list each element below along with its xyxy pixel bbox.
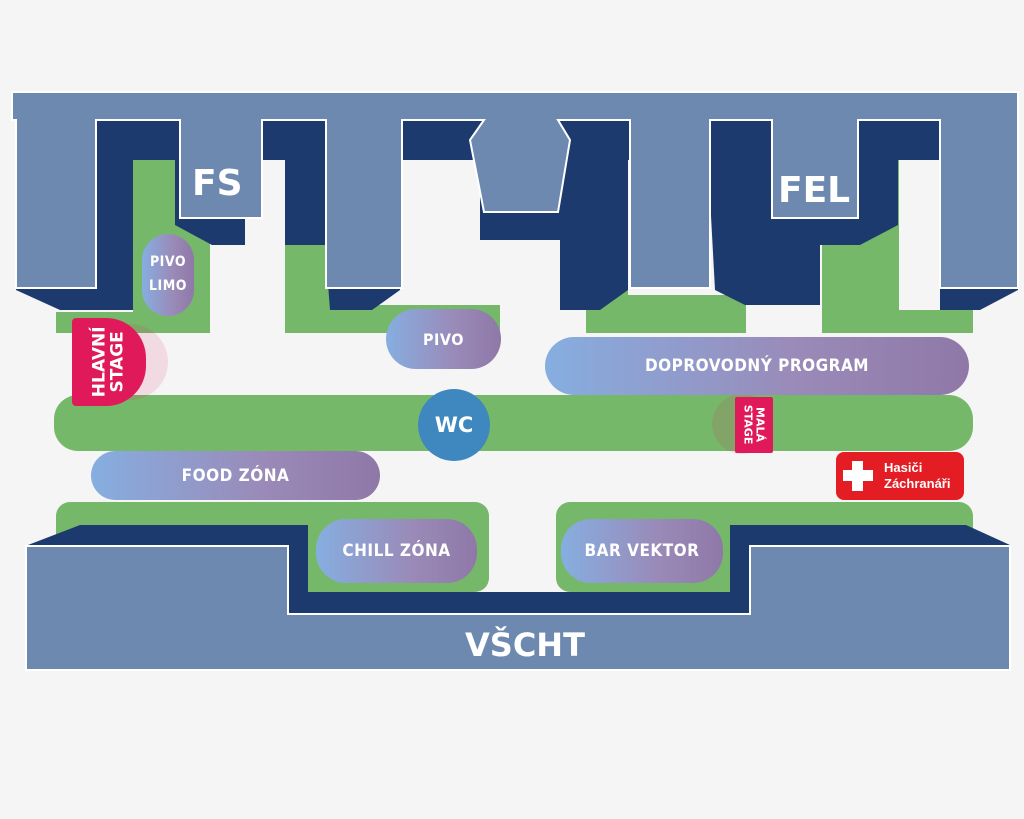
hlavni-stage-label: HLAVNÍ STAGE <box>89 326 127 398</box>
zone-pivo[interactable]: PIVO <box>386 309 501 369</box>
bottom-building <box>25 525 1011 671</box>
zone-doprovodny-program[interactable]: DOPROVODNÝ PROGRAM <box>545 337 969 395</box>
building-fel-label: FEL <box>778 170 851 211</box>
wc-marker[interactable]: WC <box>418 389 490 461</box>
zone-chill-zona[interactable]: CHILL ZÓNA <box>316 519 477 583</box>
zone-food-zona[interactable]: FOOD ZÓNA <box>91 451 380 500</box>
fire-rescue-label: Hasiči Záchranáři <box>884 460 950 493</box>
mala-stage-line2: STAGE <box>742 405 756 445</box>
zone-pivo-limo[interactable]: PIVO LIMO <box>142 234 194 316</box>
zone-pivo-limo-line2: LIMO <box>149 278 187 294</box>
fire-rescue-line1: Hasiči <box>884 459 923 475</box>
fire-rescue-line2: Záchranáři <box>884 476 951 491</box>
mala-stage[interactable]: MALÁ STAGE <box>735 397 773 453</box>
building-vscht-label: VŠCHT <box>465 626 585 664</box>
hlavni-stage-line1: HLAVNÍ <box>89 326 110 398</box>
mala-stage-label: MALÁ STAGE <box>742 405 767 445</box>
zone-pivo-limo-line1: PIVO <box>149 254 187 271</box>
fire-rescue-marker[interactable]: Hasiči Záchranáři <box>836 452 964 500</box>
zone-bar-vektor[interactable]: BAR VEKTOR <box>561 519 723 583</box>
cross-icon <box>840 458 876 494</box>
hlavni-stage[interactable]: HLAVNÍ STAGE <box>72 318 146 406</box>
mala-stage-line1: MALÁ <box>753 407 767 443</box>
hlavni-stage-line2: STAGE <box>107 331 127 393</box>
building-fs-label: FS <box>192 163 243 204</box>
top-building <box>11 91 1019 310</box>
